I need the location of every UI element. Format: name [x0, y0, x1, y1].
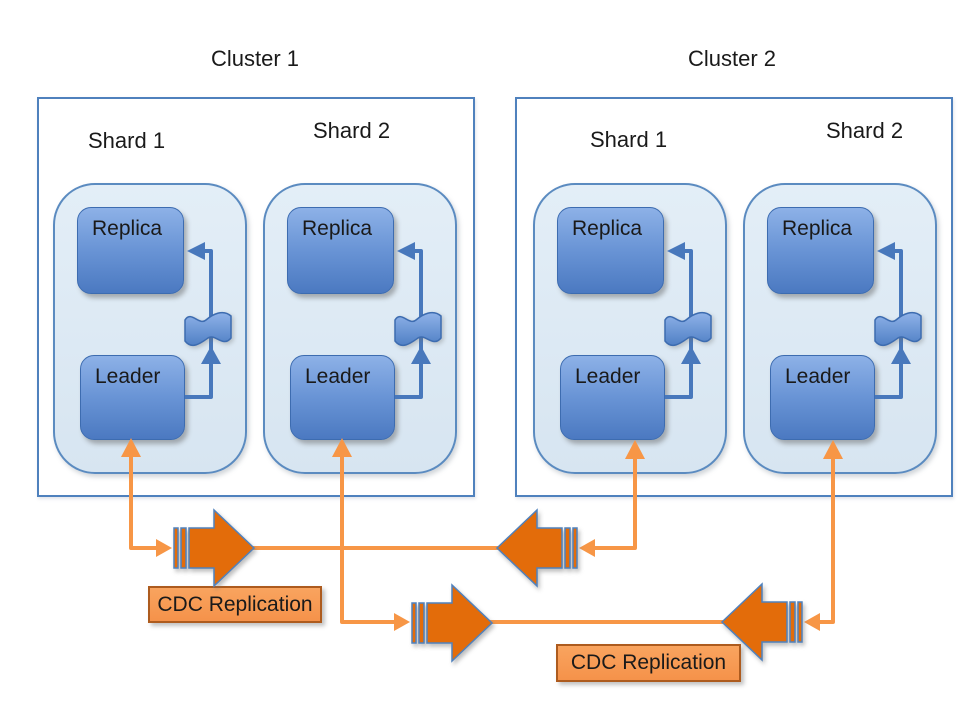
replication-elbow-line — [395, 249, 423, 399]
cdc-striped-arrow-right-icon — [173, 508, 256, 588]
leader-label: Leader — [95, 365, 161, 388]
leader-node: Leader — [560, 355, 665, 440]
replication-elbow-line — [875, 249, 903, 399]
cluster2-shard1-title: Shard 1 — [590, 127, 668, 152]
cdc-label-text: CDC Replication — [157, 592, 313, 616]
arrowhead-left-icon — [397, 242, 415, 260]
replication-elbow-line — [665, 249, 693, 399]
cluster2-shard1-box: Replica Leader — [533, 183, 727, 474]
cluster2-shard2-box: Replica Leader — [743, 183, 937, 474]
cdc-striped-arrow-right-icon — [411, 583, 494, 663]
replica-label: Replica — [782, 217, 853, 240]
cluster2-shard2-title: Shard 2 — [826, 118, 904, 143]
arrowhead-up-icon — [891, 346, 911, 364]
arrowhead-left-icon — [804, 613, 820, 631]
leader-node: Leader — [770, 355, 875, 440]
arrowhead-up-icon — [681, 346, 701, 364]
replica-node: Replica — [77, 207, 184, 294]
cluster1-shard2-box: Replica Leader — [263, 183, 457, 474]
wave-flag-icon — [394, 311, 442, 347]
cluster1-shard1-title: Shard 1 — [88, 128, 166, 153]
cdc-replication-label-1: CDC Replication — [148, 586, 322, 623]
arrowhead-right-icon — [394, 613, 410, 631]
leader-label: Leader — [785, 365, 851, 388]
replica-label: Replica — [572, 217, 643, 240]
cluster2-title: Cluster 2 — [687, 46, 777, 71]
leader-node: Leader — [290, 355, 395, 440]
arrowhead-left-icon — [579, 539, 595, 557]
arrowhead-left-icon — [877, 242, 895, 260]
arrowhead-up-icon — [201, 346, 221, 364]
leader-label: Leader — [305, 365, 371, 388]
cdc-label-text: CDC Replication — [570, 651, 727, 674]
cluster1-title: Cluster 1 — [210, 46, 300, 71]
leader-label: Leader — [575, 365, 641, 388]
arrowhead-left-icon — [667, 242, 685, 260]
cluster1-shard2-title: Shard 2 — [313, 118, 391, 143]
arrowhead-up-icon — [411, 346, 431, 364]
arrowhead-right-icon — [156, 539, 172, 557]
leader-node: Leader — [80, 355, 185, 440]
replica-label: Replica — [302, 217, 373, 240]
replica-label: Replica — [92, 217, 163, 240]
arrowhead-left-icon — [187, 242, 205, 260]
cdc-striped-arrow-left-icon — [495, 508, 578, 588]
replica-node: Replica — [767, 207, 874, 294]
cdc-replication-label-2: CDC Replication — [556, 644, 741, 682]
wave-flag-icon — [874, 311, 922, 347]
wave-flag-icon — [664, 311, 712, 347]
replication-elbow-line — [185, 249, 213, 399]
replica-node: Replica — [287, 207, 394, 294]
cluster1-shard1-box: Replica Leader — [53, 183, 247, 474]
replica-node: Replica — [557, 207, 664, 294]
wave-flag-icon — [184, 311, 232, 347]
